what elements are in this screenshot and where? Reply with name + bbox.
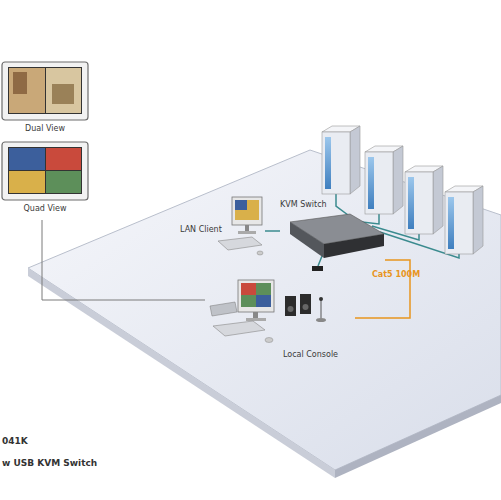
node-label: Quad View xyxy=(0,204,90,214)
node-label: Dual View xyxy=(0,124,90,134)
view-thumbnail: Dual View xyxy=(0,60,90,136)
server-tower xyxy=(322,126,360,194)
cat5-cable xyxy=(355,260,410,318)
network-cable xyxy=(265,230,280,232)
cable-label: Cat5 100M xyxy=(372,270,420,279)
adapter-dongle xyxy=(312,266,323,271)
node-label: Local Console xyxy=(283,350,355,360)
server-tower xyxy=(405,166,443,234)
product-label: 041K xyxy=(2,436,28,446)
server-tower xyxy=(445,186,483,254)
kvm-switch: KVM Switch xyxy=(280,200,385,262)
floor-edge xyxy=(28,268,335,478)
server-tower xyxy=(365,146,403,214)
view-thumbnail: Quad View xyxy=(0,140,90,220)
node-label: LAN Client xyxy=(180,225,230,235)
kvm-switch-art xyxy=(280,200,385,262)
video-link xyxy=(42,220,205,300)
node-label: KVM Switch xyxy=(280,200,340,210)
lan-client: LAN Client xyxy=(180,195,265,270)
floor-edge xyxy=(335,395,501,478)
floor-plane xyxy=(28,150,501,470)
product-label: w USB KVM Switch xyxy=(2,458,97,468)
local-console: Local Console xyxy=(205,278,355,363)
